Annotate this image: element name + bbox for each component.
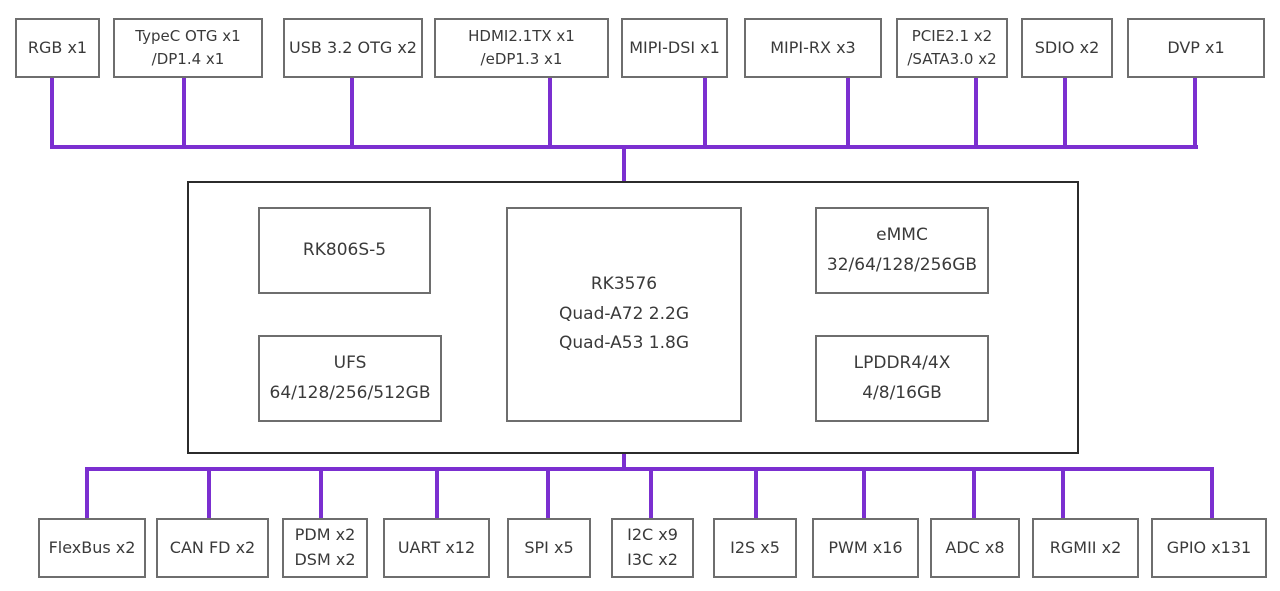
interface-pwm: PWM x16 bbox=[812, 518, 919, 578]
bottom-bus-drop-gpio bbox=[1210, 469, 1214, 519]
interface-gpio: GPIO x131 bbox=[1151, 518, 1267, 578]
top-bus-drop-mipi-dsi bbox=[703, 78, 707, 147]
pmic-label: RK806S-5 bbox=[302, 239, 387, 260]
top-bus-drop-typec bbox=[182, 78, 186, 147]
top-bus-drop-dvp bbox=[1193, 78, 1197, 147]
lpddr-capacity: 4/8/16GB bbox=[862, 382, 942, 403]
top-bus-to-soc bbox=[622, 147, 626, 209]
ufs-capacity: 64/128/256/512GB bbox=[269, 382, 431, 403]
ufs-label: UFS bbox=[333, 352, 367, 373]
top-bus-drop-usb bbox=[350, 78, 354, 147]
top-bus-drop-rgb bbox=[50, 78, 54, 147]
interface-adc: ADC x8 bbox=[930, 518, 1020, 578]
bottom-bus-drop-spi bbox=[546, 469, 550, 519]
interface-mipi-dsi: MIPI-DSI x1 bbox=[621, 18, 728, 78]
interface-i2s: I2S x5 bbox=[713, 518, 797, 578]
interface-label: CAN FD x2 bbox=[169, 537, 256, 557]
emmc-label: eMMC bbox=[876, 224, 928, 245]
emmc-capacity: 32/64/128/256GB bbox=[826, 254, 978, 275]
interface-label: I2S x5 bbox=[730, 537, 780, 557]
bottom-bus-drop-pwm bbox=[862, 469, 866, 519]
bottom-bus-drop-adc bbox=[972, 469, 976, 519]
soc-block: RK3576 Quad-A72 2.2G Quad-A53 1.8G bbox=[506, 207, 742, 422]
interface-label: PCIE2.1 x2 bbox=[911, 26, 993, 45]
ufs-block: UFS 64/128/256/512GB bbox=[258, 335, 442, 422]
interface-label: SDIO x2 bbox=[1034, 37, 1100, 57]
interface-mipi-rx: MIPI-RX x3 bbox=[744, 18, 882, 78]
interface-i2c-i3c: I2C x9 I3C x2 bbox=[611, 518, 694, 578]
interface-spi: SPI x5 bbox=[507, 518, 591, 578]
interface-rgb: RGB x1 bbox=[15, 18, 100, 78]
interface-dvp: DVP x1 bbox=[1127, 18, 1265, 78]
interface-label: I3C x2 bbox=[627, 550, 678, 569]
bottom-bus-drop-i2s bbox=[754, 469, 758, 519]
interface-label: ADC x8 bbox=[945, 537, 1005, 557]
interface-label: FlexBus x2 bbox=[48, 537, 136, 557]
top-bus-drop-mipi-rx bbox=[846, 78, 850, 147]
soc-cpu-a53: Quad-A53 1.8G bbox=[559, 333, 689, 354]
interface-label: /eDP1.3 x1 bbox=[480, 50, 563, 68]
emmc-block: eMMC 32/64/128/256GB bbox=[815, 207, 989, 294]
interface-typec-dp: TypeC OTG x1 /DP1.4 x1 bbox=[113, 18, 263, 78]
interface-uart: UART x12 bbox=[383, 518, 490, 578]
interface-label: RGB x1 bbox=[27, 37, 88, 57]
bottom-bus-drop-flexbus bbox=[85, 469, 89, 519]
bottom-bus-drop-rgmii bbox=[1061, 469, 1065, 519]
interface-label: DVP x1 bbox=[1167, 37, 1225, 57]
interface-label: MIPI-DSI x1 bbox=[629, 37, 720, 57]
interface-sdio: SDIO x2 bbox=[1021, 18, 1113, 78]
bottom-bus-drop-uart bbox=[435, 469, 439, 519]
bottom-bus-drop-canfd bbox=[207, 469, 211, 519]
interface-pdm-dsm: PDM x2 DSM x2 bbox=[282, 518, 368, 578]
interface-label: PWM x16 bbox=[828, 537, 903, 557]
interface-label: /SATA3.0 x2 bbox=[907, 50, 997, 68]
bottom-bus-drop-i2c bbox=[649, 469, 653, 519]
interface-label: SPI x5 bbox=[524, 537, 574, 557]
soc-name: RK3576 bbox=[590, 273, 658, 294]
interface-rgmii: RGMII x2 bbox=[1032, 518, 1139, 578]
interface-flexbus: FlexBus x2 bbox=[38, 518, 146, 578]
interface-label: RGMII x2 bbox=[1049, 537, 1122, 557]
interface-hdmi-edp: HDMI2.1TX x1 /eDP1.3 x1 bbox=[434, 18, 609, 78]
interface-label: /DP1.4 x1 bbox=[151, 50, 225, 68]
interface-label: MIPI-RX x3 bbox=[770, 37, 856, 57]
interface-label: DSM x2 bbox=[294, 550, 356, 569]
top-bus-drop-sdio bbox=[1063, 78, 1067, 147]
interface-can-fd: CAN FD x2 bbox=[156, 518, 269, 578]
bottom-bus-drop-pdm bbox=[319, 469, 323, 519]
lpddr-label: LPDDR4/4X bbox=[853, 352, 951, 373]
interface-label: PDM x2 bbox=[294, 525, 356, 545]
pmic-block: RK806S-5 bbox=[258, 207, 431, 294]
top-bus-drop-hdmi bbox=[548, 78, 552, 147]
interface-label: UART x12 bbox=[397, 537, 476, 557]
top-bus-drop-pcie bbox=[974, 78, 978, 147]
interface-pcie-sata: PCIE2.1 x2 /SATA3.0 x2 bbox=[896, 18, 1008, 78]
lpddr-block: LPDDR4/4X 4/8/16GB bbox=[815, 335, 989, 422]
interface-label: GPIO x131 bbox=[1166, 537, 1252, 557]
interface-label: I2C x9 bbox=[627, 525, 678, 545]
interface-label: HDMI2.1TX x1 bbox=[468, 26, 575, 45]
soc-cpu-a72: Quad-A72 2.2G bbox=[559, 303, 689, 324]
interface-label: TypeC OTG x1 bbox=[135, 26, 241, 45]
interface-label: USB 3.2 OTG x2 bbox=[289, 37, 417, 57]
interface-usb: USB 3.2 OTG x2 bbox=[283, 18, 423, 78]
